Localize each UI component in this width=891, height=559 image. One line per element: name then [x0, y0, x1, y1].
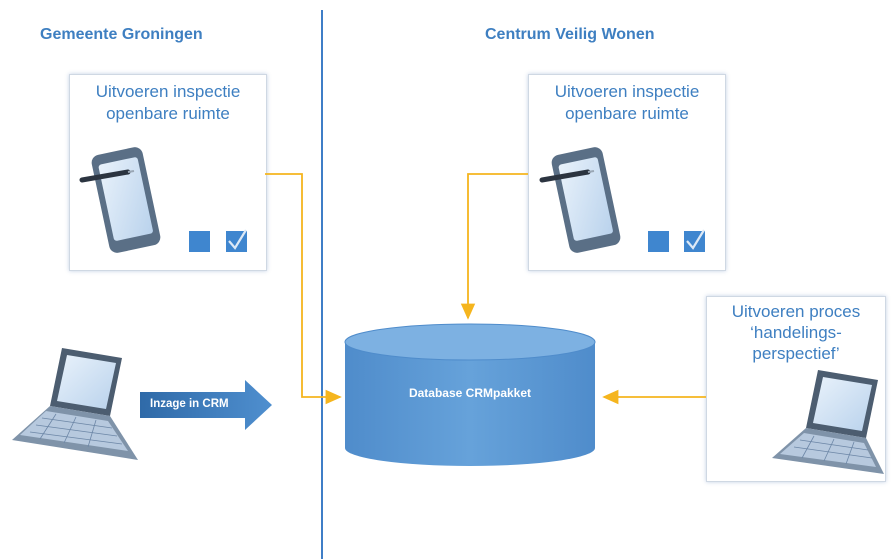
- tablet-stylus-icon: [539, 147, 621, 253]
- checkbox-empty-icon: [189, 231, 210, 252]
- inzage-arrow: [140, 380, 272, 430]
- inzage-arrow-label: Inzage in CRM: [150, 398, 229, 410]
- tablet-stylus-icon: [79, 147, 161, 253]
- checkbox-checked-icon: [684, 229, 705, 252]
- laptop-icon: [772, 370, 884, 474]
- organization-header-left: Gemeente Groningen: [40, 26, 203, 43]
- process-box-title-line2: ‘handelings-: [750, 323, 842, 342]
- connector-left-inspection-to-db: [265, 173, 342, 405]
- process-box-title-line1: Uitvoeren proces: [731, 302, 861, 321]
- checkbox-checked-icon: [226, 229, 247, 252]
- laptop-icon: [12, 348, 138, 460]
- database-icon: [344, 323, 596, 466]
- checkbox-empty-icon: [648, 231, 669, 252]
- vertical-divider: [321, 10, 323, 559]
- database-label: Database CRMpakket: [408, 386, 532, 400]
- process-box-title-line3: perspectief’: [752, 344, 840, 363]
- inspection-box-right-title: Uitvoeren inspectie openbare ruimte: [554, 82, 700, 123]
- organization-header-right: Centrum Veilig Wonen: [485, 26, 655, 43]
- connector-right-inspection-to-db: [460, 173, 528, 320]
- inspection-box-left-title: Uitvoeren inspectie openbare ruimte: [95, 82, 241, 123]
